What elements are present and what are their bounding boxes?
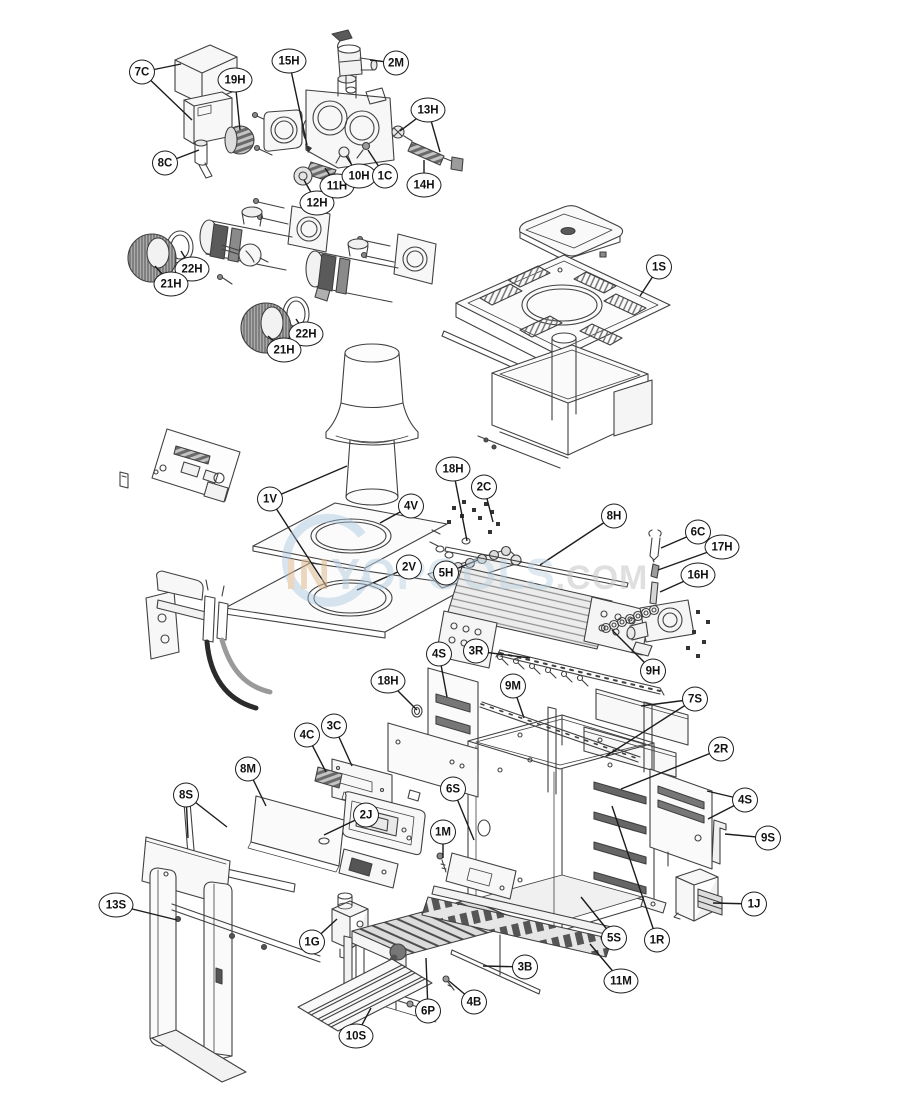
watermark: INYOPOOLS.COM	[282, 513, 648, 607]
capacitor	[224, 125, 255, 155]
callout-18H: 18H	[370, 668, 406, 694]
vent-plate-top	[252, 502, 448, 574]
screw-1m	[436, 852, 447, 873]
igniter-assembly	[145, 570, 273, 711]
callout-4C: 4C	[294, 722, 320, 748]
callout-2J: 2J	[353, 802, 379, 828]
callout-8H: 8H	[601, 503, 627, 529]
callout-9M: 9M	[500, 673, 526, 699]
callout-14H: 14H	[406, 172, 442, 198]
callout-2M: 2M	[383, 50, 409, 76]
callout-7S: 7S	[682, 686, 708, 712]
callout-21H: 21H	[153, 271, 189, 297]
small-plate-a	[338, 848, 399, 889]
callout-21H: 21H	[266, 337, 302, 363]
clip	[119, 471, 129, 489]
panel-8m	[247, 795, 345, 873]
callout-3B: 3B	[512, 954, 538, 980]
frame-legs	[149, 867, 321, 1083]
bracket-9s	[711, 819, 727, 865]
pressure-relief-valve	[331, 29, 378, 94]
callout-4S: 4S	[732, 787, 758, 813]
callout-4S: 4S	[426, 641, 452, 667]
watermark-text-yo: YO	[331, 550, 397, 599]
rod-16h	[649, 581, 659, 605]
watermark-swoosh	[282, 513, 372, 607]
rail-3r	[495, 649, 665, 696]
callout-5H: 5H	[433, 560, 459, 586]
valve-stem-parts	[293, 125, 464, 186]
bypass-bolts	[686, 610, 710, 658]
callout-4B: 4B	[461, 989, 487, 1015]
callout-1V: 1V	[257, 486, 283, 512]
connector-17h	[650, 563, 660, 579]
callout-10S: 10S	[338, 1023, 374, 1049]
flue-baffle-strip	[421, 885, 617, 958]
callout-8S: 8S	[173, 782, 199, 808]
callout-1R: 1R	[644, 927, 670, 953]
callout-1C: 1C	[372, 163, 398, 189]
vent-assembly	[325, 343, 419, 506]
callout-1S: 1S	[646, 254, 672, 280]
rod-3b	[450, 949, 541, 995]
callout-1M: 1M	[430, 819, 456, 845]
callout-16H: 16H	[680, 562, 716, 588]
terminal-block-4c	[314, 766, 343, 789]
callout-15H: 15H	[271, 48, 307, 74]
watermark-text-pools: POOLS	[397, 550, 556, 599]
callout-8M: 8M	[235, 756, 261, 782]
small-plate-b	[445, 852, 517, 900]
bypass-valve	[600, 599, 710, 658]
washer-chain	[600, 604, 660, 634]
control-board	[119, 428, 241, 503]
callout-19H: 19H	[217, 67, 253, 93]
junction-box	[183, 91, 233, 145]
callout-2C: 2C	[471, 474, 497, 500]
callout-2V: 2V	[396, 554, 422, 580]
callout-1J: 1J	[741, 891, 767, 917]
callout-1G: 1G	[299, 929, 325, 955]
bolt-4b	[442, 975, 455, 991]
callout-11M: 11M	[603, 968, 639, 994]
callout-9H: 9H	[640, 658, 666, 684]
callout-5S: 5S	[601, 925, 627, 951]
callout-13S: 13S	[98, 892, 134, 918]
callout-6P: 6P	[415, 998, 441, 1024]
side-panel-right	[649, 768, 713, 870]
main-valve-body	[305, 74, 395, 169]
callout-3R: 3R	[463, 638, 489, 664]
trim-strip	[441, 330, 557, 387]
cabinet	[467, 701, 655, 936]
callout-6S: 6S	[440, 776, 466, 802]
callout-13H: 13H	[410, 97, 446, 123]
callout-3C: 3C	[321, 713, 347, 739]
callout-4V: 4V	[398, 493, 424, 519]
flue-collector	[477, 332, 653, 469]
callout-22H: 22H	[288, 321, 324, 347]
brand-mark	[560, 226, 576, 236]
watermark-text-com: .COM	[556, 559, 649, 597]
base-panel	[297, 958, 433, 1032]
svg-text:INYOPOOLS.COM: INYOPOOLS.COM	[285, 550, 648, 599]
callout-8C: 8C	[152, 150, 178, 176]
callout-17H: 17H	[704, 534, 740, 560]
watermark-text-in: IN	[285, 550, 331, 599]
pilot-cylinder	[194, 139, 213, 179]
header-assembly-lower	[240, 233, 437, 354]
callout-18H: 18H	[435, 456, 471, 482]
callout-9S: 9S	[755, 825, 781, 851]
top-panel	[455, 254, 671, 372]
callout-7C: 7C	[129, 59, 155, 85]
callout-2R: 2R	[708, 736, 734, 762]
transformer-1j	[673, 868, 723, 922]
